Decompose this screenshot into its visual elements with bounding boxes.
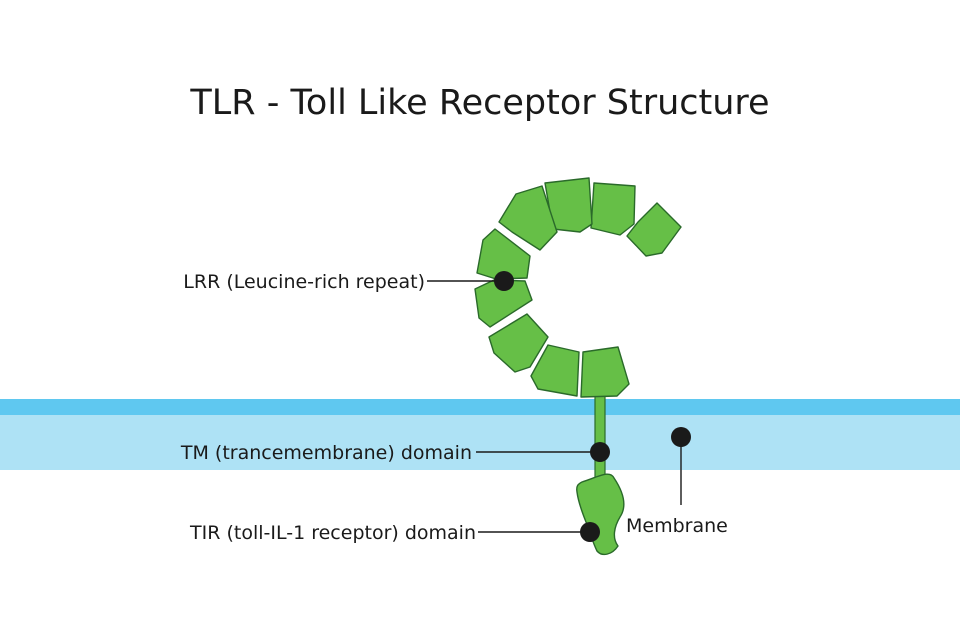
lrr-segment xyxy=(590,182,636,236)
lrr-segment xyxy=(530,344,580,397)
membrane-inner-layer xyxy=(0,415,960,470)
lrr-segment xyxy=(488,313,549,373)
lrr-segment xyxy=(626,202,682,257)
tir-domain xyxy=(576,473,625,556)
lrr-segment xyxy=(580,346,630,398)
membrane-marker xyxy=(671,427,691,447)
tir-marker xyxy=(580,522,600,542)
lrr-segment xyxy=(476,228,531,280)
tir-label: TIR (toll-IL-1 receptor) domain xyxy=(189,522,476,544)
tm-marker xyxy=(590,442,610,462)
membrane-label: Membrane xyxy=(626,515,728,537)
lrr-segment xyxy=(498,185,558,251)
tm-label: TM (trancemembrane) domain xyxy=(180,442,472,464)
tm-stalk xyxy=(594,391,606,481)
lrr-segment xyxy=(474,279,533,328)
membrane-outer-layer xyxy=(0,399,960,415)
diagram-title: TLR - Toll Like Receptor Structure xyxy=(189,83,769,123)
lrr-label: LRR (Leucine-rich repeat) xyxy=(183,271,425,293)
membrane xyxy=(0,399,960,470)
lrr-horseshoe xyxy=(474,177,682,398)
lrr-marker xyxy=(494,271,514,291)
